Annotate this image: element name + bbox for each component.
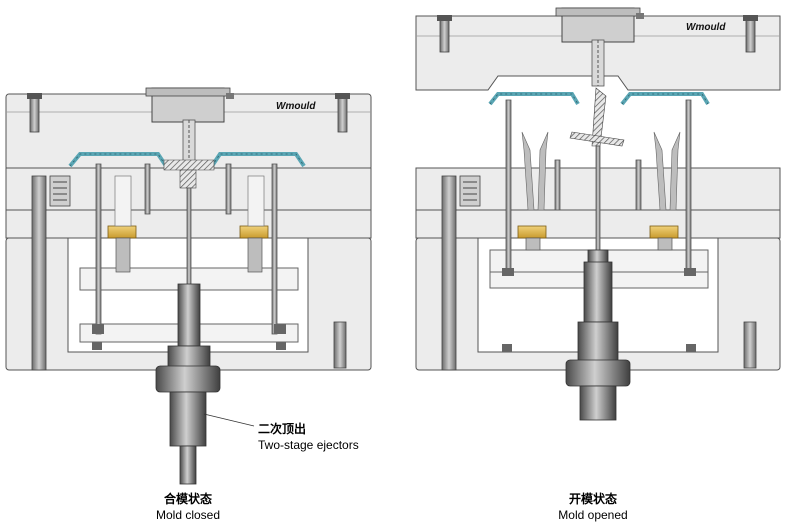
caption-opened-zh: 开模状态 (568, 492, 617, 506)
callout-label-en: Two-stage ejectors (258, 438, 359, 452)
caption-opened-en: Mold opened (558, 508, 628, 522)
two-stage-ejector-callout: 二次顶出 Two-stage ejectors (258, 420, 359, 452)
guide-pillar (441, 175, 457, 371)
caption-mold-opened: 开模状态 Mold opened (533, 490, 653, 522)
spring-box (459, 175, 481, 207)
caption-closed-en: Mold closed (155, 508, 221, 522)
screw-icon (439, 17, 450, 53)
lifter-block (107, 225, 137, 239)
runner (163, 159, 215, 171)
guide-pillar (31, 175, 47, 371)
spring-box (49, 175, 71, 207)
ejector-cylinder (565, 249, 631, 421)
guide-pillar (743, 321, 757, 369)
lifter-block (517, 225, 547, 239)
lifter-block (239, 225, 269, 239)
brand-logo: Wmould (276, 101, 316, 112)
mold-opened: Wmould (415, 7, 781, 421)
screw-icon (745, 17, 756, 53)
caption-closed-zh: 合模状态 (163, 492, 212, 506)
callout-line (203, 413, 255, 427)
caption-mold-closed: 合模状态 Mold closed (128, 490, 248, 522)
screw-icon (337, 95, 348, 133)
callout-label-zh: 二次顶出 (258, 422, 307, 436)
mold-closed: Wmould (5, 87, 372, 485)
lifter-block (649, 225, 679, 239)
screw-icon (29, 95, 40, 133)
brand-logo: Wmould (686, 22, 726, 33)
ejector-cylinder (155, 283, 221, 485)
guide-pillar (333, 321, 347, 369)
